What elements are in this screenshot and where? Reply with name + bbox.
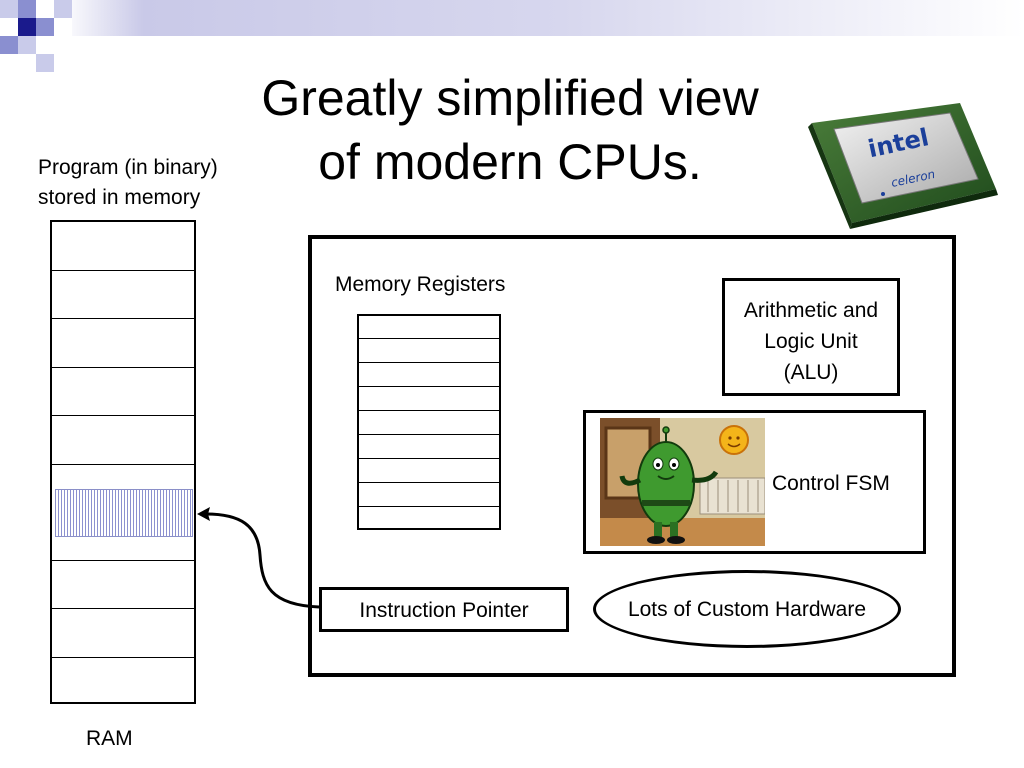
register-divider <box>359 458 499 459</box>
register-divider <box>359 506 499 507</box>
cpu-box <box>308 235 956 677</box>
ram-cell-divider <box>52 657 194 658</box>
ram-cell-divider <box>52 464 194 465</box>
ram-cell-current-instruction <box>55 489 193 537</box>
header-bar <box>0 0 1024 36</box>
instruction-pointer-box: Instruction Pointer <box>319 587 569 632</box>
register-divider <box>359 434 499 435</box>
program-label: Program (in binary) stored in memory <box>38 156 218 209</box>
cpu-chip-image: intel celeron <box>790 95 1010 235</box>
memory-registers-label: Memory Registers <box>335 273 506 296</box>
alu-box: Arithmetic and Logic Unit (ALU) <box>722 278 900 396</box>
ram-cell-divider <box>52 415 194 416</box>
instruction-pointer-label: Instruction Pointer <box>359 599 529 622</box>
ram-cell-divider <box>52 318 194 319</box>
control-fsm-label: Control FSM <box>772 472 890 495</box>
custom-hardware-label: Lots of Custom Hardware <box>627 598 867 621</box>
control-fsm-box: Control FSM <box>583 410 926 554</box>
slide-title: Greatly simplified view of modern CPUs. <box>261 70 759 190</box>
ram-stack <box>50 220 196 704</box>
memory-registers <box>357 314 501 530</box>
ram-cell-divider <box>52 560 194 561</box>
register-divider <box>359 482 499 483</box>
ram-label: RAM <box>86 727 133 750</box>
ram-cell-divider <box>52 608 194 609</box>
arrow-head-icon <box>197 507 210 521</box>
register-divider <box>359 410 499 411</box>
register-divider <box>359 386 499 387</box>
alu-label: Arithmetic and Logic Unit (ALU) <box>743 299 879 384</box>
ram-cell-divider <box>52 270 194 271</box>
custom-hardware-ellipse: Lots of Custom Hardware <box>593 570 901 648</box>
register-divider <box>359 338 499 339</box>
pointer-arrow <box>197 507 320 609</box>
mascot-image <box>600 418 766 546</box>
ram-cell-divider <box>52 367 194 368</box>
register-divider <box>359 362 499 363</box>
